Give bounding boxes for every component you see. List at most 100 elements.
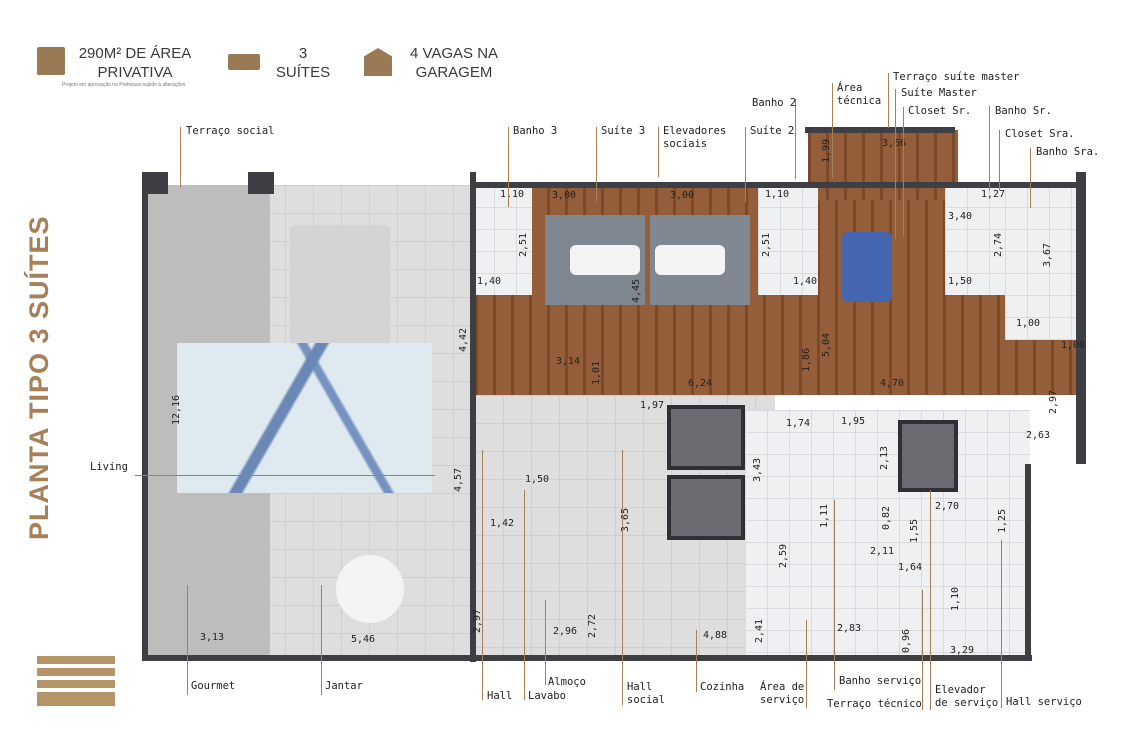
label-area-servico-line1: Área de xyxy=(760,681,805,693)
dimension: 1,25 xyxy=(997,508,1009,534)
label-terraco-tecnico: Terraço técnico xyxy=(827,698,922,710)
dimension: 1,40 xyxy=(477,276,502,287)
leader-line xyxy=(903,107,904,237)
dimension: 2,63 xyxy=(1026,430,1051,441)
leader-line xyxy=(596,127,597,202)
leader-line xyxy=(922,590,923,710)
dimension: 1,40 xyxy=(793,276,818,287)
dimension: 2,97 xyxy=(1048,389,1060,415)
dimension: 1,00 xyxy=(1061,340,1086,351)
dimension: 3,40 xyxy=(948,211,973,222)
leader-line xyxy=(187,585,188,695)
suites-line1: 3 xyxy=(298,45,308,62)
social-elevator-1 xyxy=(667,405,745,470)
label-jantar: Jantar xyxy=(325,680,363,692)
dimension: 1,00 xyxy=(1016,318,1041,329)
sofa xyxy=(290,225,390,350)
leader-line xyxy=(508,127,509,207)
leader-line xyxy=(806,620,807,708)
dimension: 5,46 xyxy=(351,634,376,645)
bed-suite2 xyxy=(655,245,725,275)
marble-rug xyxy=(177,343,432,493)
dimension: 1,95 xyxy=(841,416,866,427)
dimension: 1,27 xyxy=(981,189,1006,200)
dimension: 1,50 xyxy=(525,474,550,485)
label-area-servico-line2: serviço xyxy=(760,694,805,706)
dimension: 1,74 xyxy=(786,418,811,429)
label-area-tecnica-line1: Área xyxy=(837,82,863,94)
leader-line xyxy=(482,450,483,700)
dimension: 1,10 xyxy=(500,189,525,200)
area-stat: 290M² DE ÁREA PRIVATIVA xyxy=(70,44,200,82)
label-suite-master: Suíte Master xyxy=(901,87,977,99)
dimension: 5,04 xyxy=(821,332,833,358)
dimension: 3,66 xyxy=(882,139,906,149)
wall-right xyxy=(1076,172,1086,464)
parking-stat: 4 VAGAS NA GARAGEM xyxy=(404,44,504,82)
leader-line xyxy=(989,106,990,191)
dimension: 1,42 xyxy=(490,518,515,529)
leader-line xyxy=(1030,148,1031,208)
parking-line1: 4 VAGAS NA xyxy=(409,45,499,62)
leader-line xyxy=(895,89,896,239)
bath-sr-floor xyxy=(945,185,1005,295)
dimension: 2,51 xyxy=(518,232,530,258)
label-almoco: Almoço xyxy=(548,676,586,688)
dimension: 4,45 xyxy=(631,278,643,304)
label-elevador-servico-line2: de serviço xyxy=(935,697,999,709)
dimension: 1,55 xyxy=(909,518,921,544)
social-elevator-2 xyxy=(667,475,745,540)
label-lavabo: Lavabo xyxy=(528,690,566,702)
label-banho3: Banho 3 xyxy=(513,125,558,137)
service-floor xyxy=(745,410,1030,655)
leader-line xyxy=(180,127,181,187)
area-line2: PRIVATIVA xyxy=(97,64,173,81)
dimension: 3,00 xyxy=(552,190,577,201)
leader-line xyxy=(1001,540,1002,708)
bath-sra-floor xyxy=(1005,185,1080,340)
dimension: 1,01 xyxy=(591,360,603,386)
label-gourmet: Gourmet xyxy=(191,680,236,692)
label-elevador-servico-line1: Elevador xyxy=(935,684,986,696)
dimension: 1,10 xyxy=(765,189,790,200)
dimension: 2,13 xyxy=(879,445,891,471)
leader-line xyxy=(696,630,697,692)
floorplan-icon xyxy=(37,47,65,75)
dimension: 2,51 xyxy=(761,232,773,258)
wall-top-left xyxy=(142,172,168,194)
label-living: Living xyxy=(90,461,128,473)
dimension: 1,11 xyxy=(819,503,831,529)
dimension: 3,00 xyxy=(670,190,695,201)
dimension: 3,67 xyxy=(1042,242,1054,268)
area-line1: 290M² DE ÁREA xyxy=(78,45,192,62)
dimension: 3,14 xyxy=(556,356,581,367)
dimension: 12,16 xyxy=(171,394,183,426)
dimension: 6,24 xyxy=(688,378,713,389)
leader-line xyxy=(999,130,1000,190)
leader-line xyxy=(834,500,835,690)
label-cozinha: Cozinha xyxy=(700,681,745,693)
dimension: 2,83 xyxy=(837,623,862,634)
dimension: 1,64 xyxy=(898,562,923,573)
leader-line xyxy=(524,490,525,700)
leader-line xyxy=(321,585,322,695)
label-closet-sr: Closet Sr. xyxy=(908,105,972,117)
dimension: 3,29 xyxy=(950,645,975,656)
leader-line xyxy=(795,99,796,179)
wall-top-mid xyxy=(248,172,274,194)
dimension: 1,50 xyxy=(948,276,973,287)
label-hall: Hall xyxy=(487,690,513,702)
garage-car-icon xyxy=(364,48,392,76)
bath3-floor xyxy=(472,185,532,295)
dimension: 4,42 xyxy=(458,327,470,353)
label-suite3: Suíte 3 xyxy=(601,125,646,137)
dimension: 1,10 xyxy=(950,586,962,612)
parking-line2: GARAGEM xyxy=(415,64,493,81)
wall-bottom xyxy=(142,655,1032,661)
dimension: 0,96 xyxy=(901,628,913,654)
leader-line xyxy=(745,127,746,202)
